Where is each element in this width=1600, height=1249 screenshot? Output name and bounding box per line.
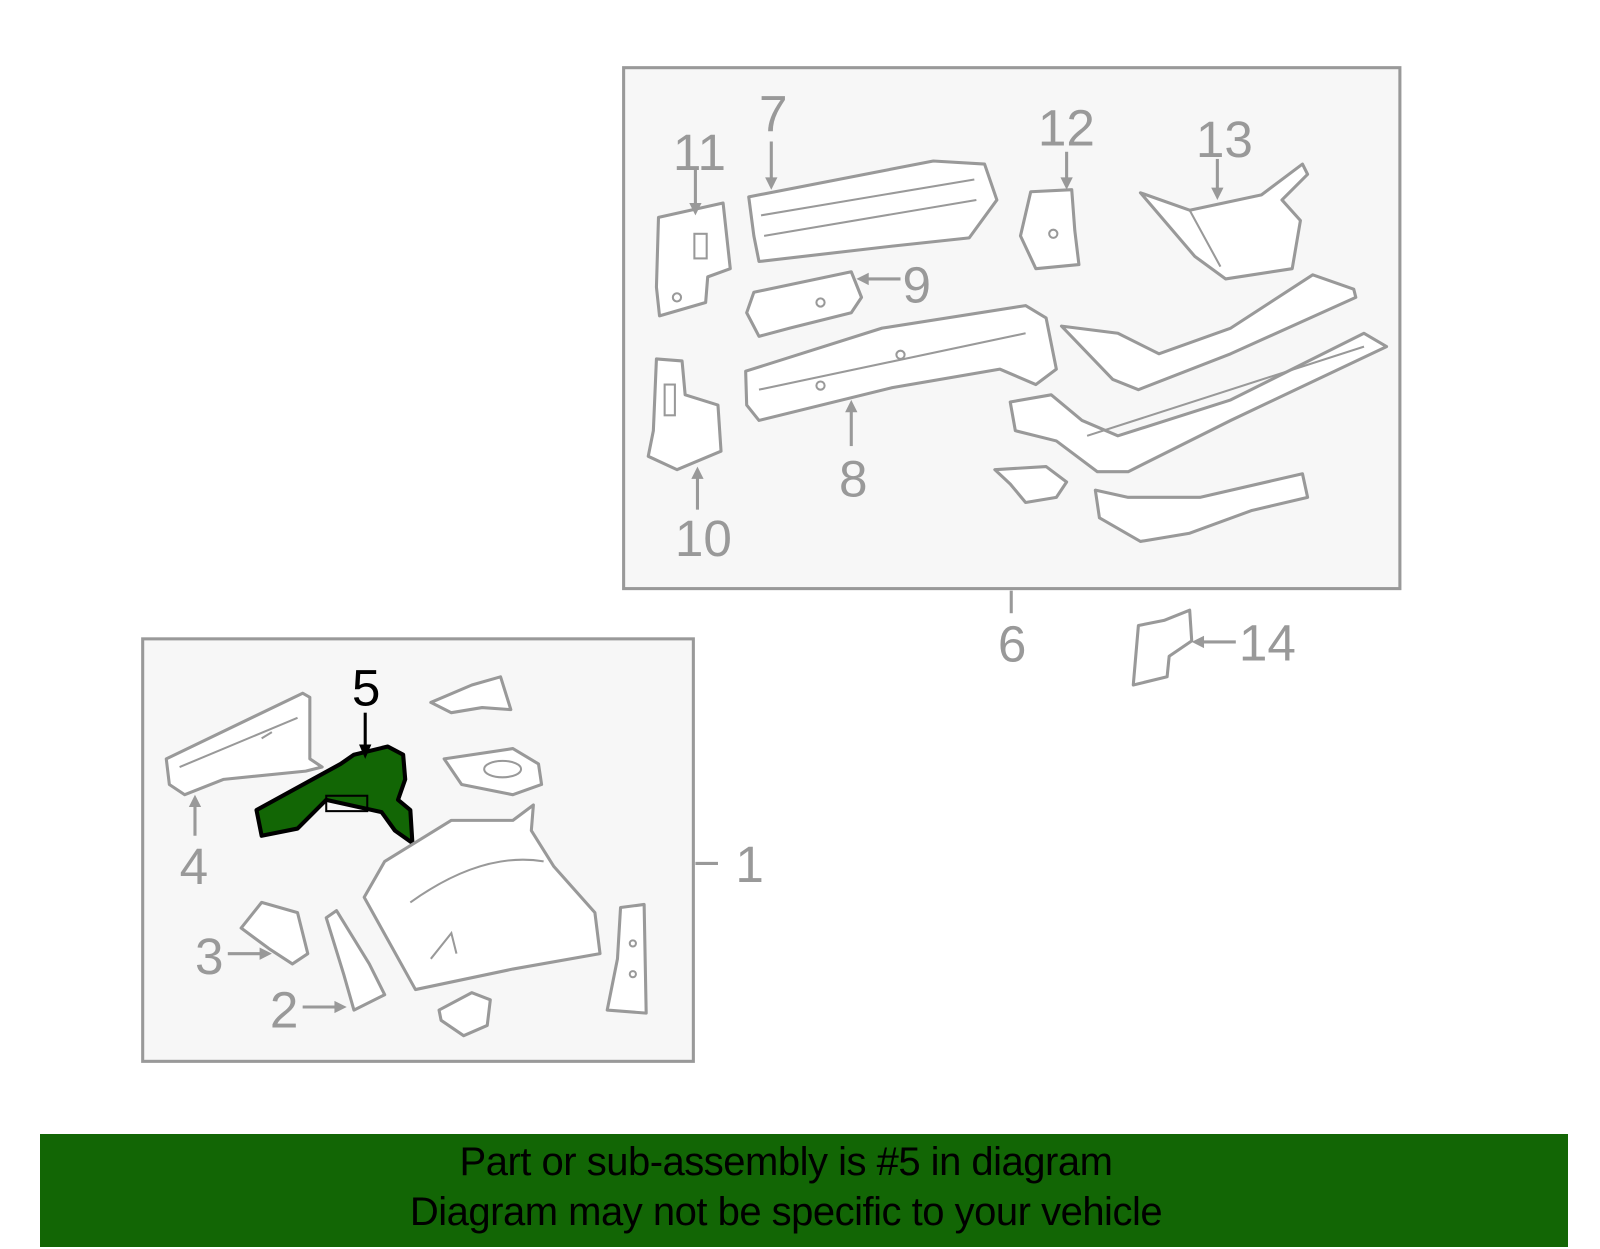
callout-12: 12 (1038, 100, 1095, 157)
callout-1: 1 (735, 836, 764, 893)
part-10[interactable] (646, 357, 723, 472)
cap-plate[interactable] (442, 747, 544, 797)
part-12[interactable] (1018, 188, 1081, 271)
banner-line-1: Part or sub-assembly is #5 in diagram (459, 1140, 1113, 1184)
part-7[interactable] (747, 159, 999, 264)
rail-bottom[interactable] (1093, 472, 1310, 543)
callout-2: 2 (270, 982, 299, 1039)
small-bracket-upper[interactable] (993, 465, 1069, 505)
callout-14: 14 (1239, 614, 1296, 671)
pillar-strip[interactable] (605, 902, 648, 1015)
part-8[interactable] (744, 304, 1058, 422)
part-3[interactable] (239, 900, 310, 966)
rail-lower[interactable] (1008, 331, 1389, 474)
rail-upper[interactable] (1059, 273, 1358, 392)
callout-5: 5 (352, 660, 381, 717)
callout-8: 8 (839, 450, 868, 507)
part-9[interactable] (745, 270, 864, 338)
callout-13: 13 (1196, 111, 1253, 168)
callout-9: 9 (903, 257, 932, 314)
callout-4: 4 (180, 838, 209, 895)
wheelhouse-panel[interactable] (362, 803, 602, 992)
part-2[interactable] (324, 909, 387, 1012)
leader-lines (188, 141, 1236, 1014)
callout-11: 11 (673, 124, 726, 181)
bracket-top[interactable] (429, 675, 513, 715)
callout-7: 7 (759, 85, 788, 142)
banner-line-2: Diagram may not be specific to your vehi… (409, 1190, 1163, 1234)
info-banner: Part or sub-assembly is #5 in diagram Di… (40, 1134, 1568, 1247)
part-14[interactable] (1131, 608, 1194, 687)
part-11[interactable] (654, 201, 732, 318)
callout-3: 3 (195, 928, 224, 985)
callout-10: 10 (675, 510, 732, 567)
part-13[interactable] (1138, 162, 1310, 281)
small-cap[interactable] (437, 991, 492, 1038)
part-4[interactable] (164, 691, 324, 797)
callout-6: 6 (998, 615, 1027, 672)
